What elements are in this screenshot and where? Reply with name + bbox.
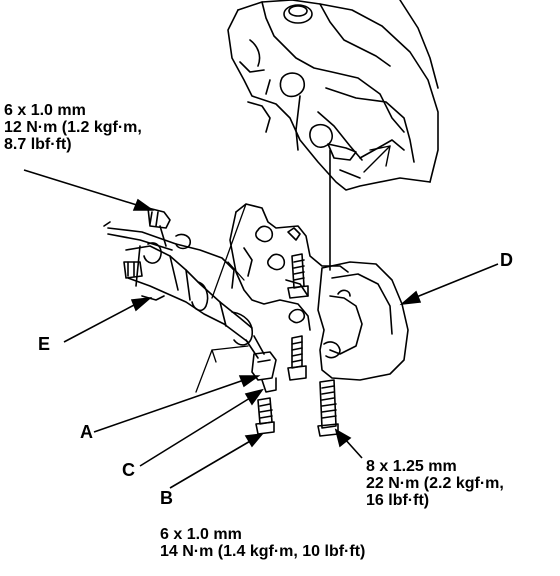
engine-housing-outline	[227, 0, 439, 191]
actuator-e	[103, 207, 277, 393]
label-c: C	[122, 460, 135, 480]
phantom-lines	[195, 203, 249, 393]
label-a: A	[80, 422, 93, 442]
leader-d	[413, 263, 499, 299]
label-e: E	[38, 334, 51, 354]
cover-d	[317, 261, 409, 381]
arrowhead-d	[399, 290, 422, 306]
housing-pointer	[363, 145, 391, 173]
spec-bottom-size: 6 x 1.0 mm	[160, 526, 242, 543]
clevis-bolt-b	[255, 397, 275, 435]
leader-b	[169, 439, 253, 489]
spec-top-torque-cont: 8.7 lbf·ft)	[4, 136, 72, 153]
arrowhead-a	[238, 375, 261, 388]
arrowhead-e	[130, 296, 153, 312]
arrowhead-right-spec	[334, 428, 352, 448]
cover-bolt-right	[317, 379, 339, 437]
leader-c	[139, 397, 251, 467]
label-b: B	[160, 488, 173, 508]
leader-top-spec	[23, 169, 141, 207]
arrowhead-b	[244, 432, 264, 448]
spec-right-size: 8 x 1.25 mm	[366, 458, 457, 475]
spec-top-size: 6 x 1.0 mm	[4, 102, 86, 119]
spec-right-torque: 22 N·m (2.2 kgf·m,	[366, 475, 504, 492]
bracket-bolt-lower	[287, 335, 307, 381]
spec-top-torque: 12 N·m (1.2 kgf·m,	[4, 119, 142, 136]
arrowhead-top-spec	[132, 198, 155, 211]
leader-e	[63, 303, 137, 343]
spec-right-torque-cont: 16 lbf·ft)	[366, 492, 430, 509]
label-d: D	[500, 250, 513, 270]
bracket-bolt-upper	[287, 253, 309, 299]
arrowhead-c	[244, 388, 264, 406]
spec-bottom-torque: 14 N·m (1.4 kgf·m, 10 lbf·ft)	[160, 543, 366, 560]
leader-lines	[23, 169, 499, 489]
leader-a	[93, 379, 245, 433]
